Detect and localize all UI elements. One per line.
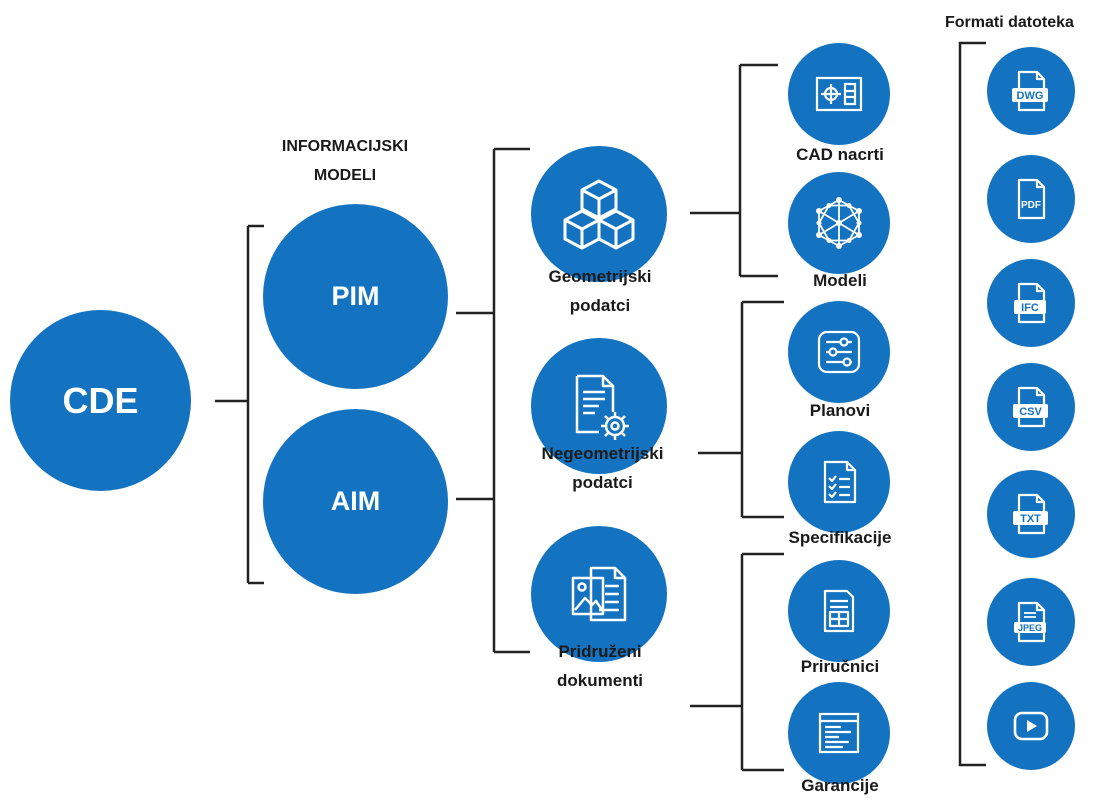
network-model-icon	[816, 197, 862, 249]
specifications-label: Specifikacije	[788, 528, 892, 547]
cde-node: CDE	[10, 310, 191, 491]
connector-documents	[690, 552, 784, 772]
jpeg-text: JPEG	[1018, 623, 1042, 633]
nongeometric-data-label: Negeometrijski podatci	[541, 444, 664, 492]
geometric-data-label: Geometrijski podatci	[548, 267, 652, 315]
cubes-icon	[563, 179, 635, 250]
connector-formats	[958, 41, 986, 767]
txt-text: TXT	[1020, 513, 1041, 525]
pim-label: PIM	[331, 281, 380, 311]
pdf-file-icon: PDF	[1017, 178, 1046, 220]
format-video	[987, 682, 1075, 770]
format-pdf: PDF	[987, 155, 1075, 243]
ifc-file-icon: IFC	[1014, 282, 1046, 324]
dwg-file-icon: DWG	[1012, 70, 1048, 112]
connector-models	[456, 147, 530, 654]
connector-nongeometric	[698, 300, 784, 519]
warranties-label: Garancije	[801, 776, 879, 795]
csv-text: CSV	[1019, 406, 1042, 418]
format-csv: CSV	[987, 363, 1075, 451]
aim-label: AIM	[330, 486, 381, 516]
formats-heading: Formati datoteka	[945, 14, 1074, 31]
manuals-node	[788, 560, 890, 662]
cad-drawings-node	[788, 43, 890, 145]
pim-node: PIM	[263, 204, 448, 389]
specifications-node	[788, 431, 890, 533]
connector-cde	[215, 224, 264, 585]
aim-node: AIM	[263, 409, 448, 594]
cde-label: CDE	[62, 379, 139, 421]
jpeg-file-icon: JPEG	[1014, 601, 1046, 643]
models-heading: INFORMACIJSKI MODELI	[281, 138, 409, 184]
format-jpeg: JPEG	[987, 578, 1075, 666]
plans-node	[788, 301, 890, 403]
connector-geometric	[690, 63, 778, 278]
manuals-label: Priručnici	[800, 657, 880, 676]
models-node	[788, 172, 890, 274]
cad-drawings-label: CAD nacrti	[796, 145, 884, 164]
pdf-text: PDF	[1021, 200, 1041, 211]
nongeometric-data-node	[531, 338, 667, 474]
manual-icon	[823, 589, 855, 633]
video-play-icon	[1013, 711, 1049, 741]
txt-file-icon: TXT	[1013, 493, 1048, 535]
warranties-node	[788, 682, 890, 784]
checklist-icon	[823, 460, 857, 504]
cad-drawing-icon	[815, 76, 863, 112]
format-txt: TXT	[987, 470, 1075, 558]
geometric-data-node	[531, 146, 667, 282]
documents-node	[531, 526, 667, 662]
plans-label: Planovi	[809, 401, 871, 420]
ifc-text: IFC	[1021, 302, 1039, 314]
models-label: Modeli	[813, 271, 867, 290]
dwg-text: DWG	[1017, 90, 1044, 102]
schedule-sliders-icon	[817, 330, 861, 374]
certificate-icon	[818, 712, 860, 754]
format-dwg: DWG	[987, 47, 1075, 135]
document-gear-icon	[575, 374, 629, 440]
image-documents-icon	[571, 566, 627, 622]
format-ifc: IFC	[987, 259, 1075, 347]
documents-label: Pridruženi dokumenti	[557, 642, 643, 690]
csv-file-icon: CSV	[1013, 386, 1048, 428]
